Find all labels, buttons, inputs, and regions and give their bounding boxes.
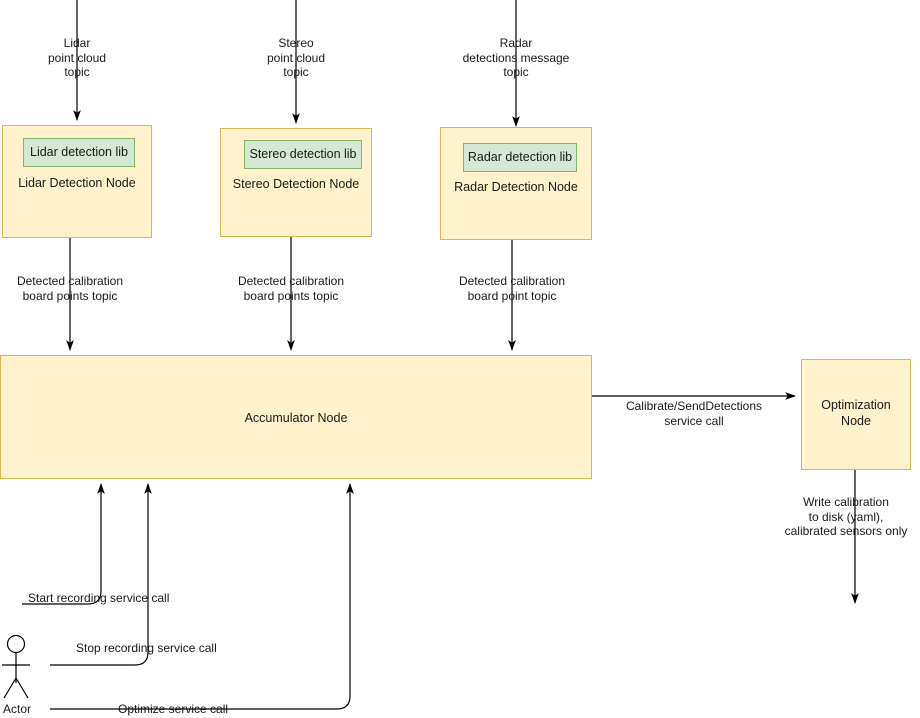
calibrate-service-call-label: Calibrate/SendDetections service call — [625, 399, 763, 428]
accumulator-node[interactable]: Accumulator Node — [0, 355, 592, 479]
stop-recording-call-label: Stop recording service call — [76, 641, 217, 655]
lidar-topic-label: Lidar point cloud topic — [47, 36, 107, 80]
stereo-detection-node-label: Stereo Detection Node — [232, 177, 360, 191]
lidar-detection-lib[interactable]: Lidar detection lib — [23, 138, 135, 167]
radar-out-topic-label: Detected calibration board point topic — [458, 274, 566, 303]
lidar-detection-node[interactable]: Lidar detection lib Lidar Detection Node — [2, 125, 152, 238]
lidar-detection-node-label: Lidar Detection Node — [18, 176, 136, 190]
stereo-detection-node[interactable]: Stereo detection lib Stereo Detection No… — [220, 128, 372, 237]
radar-detection-lib[interactable]: Radar detection lib — [463, 143, 577, 172]
lidar-out-topic-label: Detected calibration board points topic — [16, 274, 124, 303]
radar-topic-label: Radar detections message topic — [462, 36, 570, 80]
write-calibration-label: Write calibration to disk (yaml), calibr… — [784, 495, 908, 539]
stereo-topic-label: Stereo point cloud topic — [266, 36, 326, 80]
stereo-out-topic-label: Detected calibration board points topic — [237, 274, 345, 303]
optimization-node-label: Optimization Node — [821, 398, 891, 428]
radar-detection-node[interactable]: Radar detection lib Radar Detection Node — [440, 127, 592, 240]
edge-start-recording-call — [22, 483, 105, 605]
stereo-detection-lib[interactable]: Stereo detection lib — [244, 140, 362, 169]
accumulator-node-label: Accumulator Node — [244, 411, 348, 425]
actor-label: Actor — [2, 702, 31, 716]
actor-icon — [2, 634, 30, 699]
optimization-node[interactable]: Optimization Node — [801, 359, 911, 470]
optimize-call-label: Optimize service call — [118, 702, 229, 716]
start-recording-call-label: Start recording service call — [28, 591, 170, 605]
edge-stop-recording-call — [50, 483, 152, 666]
radar-detection-node-label: Radar Detection Node — [454, 180, 578, 194]
